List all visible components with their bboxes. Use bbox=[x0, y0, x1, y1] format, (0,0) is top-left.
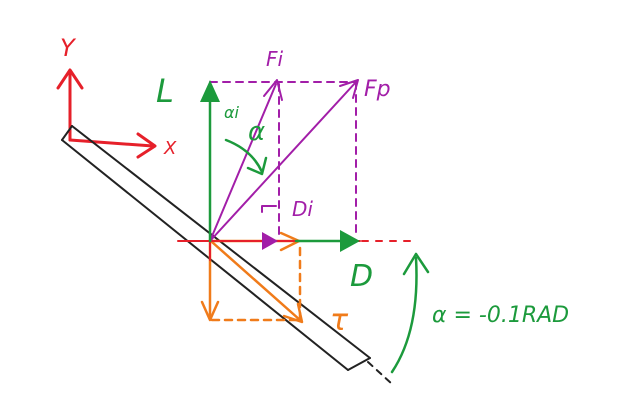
wing-trailing-end bbox=[347, 357, 371, 371]
lift-label: L bbox=[156, 72, 174, 110]
force-fp-arrow bbox=[209, 81, 357, 242]
tau-vertical-arrowhead bbox=[200, 300, 220, 322]
force-vectors bbox=[209, 79, 359, 242]
alpha-note-arc bbox=[390, 256, 418, 374]
alpha-label: α bbox=[248, 117, 265, 147]
alpha-value-note: α = -0.1RAD bbox=[432, 303, 569, 328]
tau-label: τ bbox=[330, 303, 349, 338]
force-fi-arrowhead bbox=[263, 79, 283, 101]
y-axis-arrowhead bbox=[56, 68, 84, 90]
wing-leading-end bbox=[61, 125, 73, 141]
force-fp-label: Fp bbox=[364, 77, 391, 102]
axis-y-label: Y bbox=[60, 34, 77, 62]
tau-main-arrowhead bbox=[282, 302, 304, 324]
lift-arrowhead bbox=[200, 80, 220, 102]
tau-main-arrow bbox=[210, 240, 302, 322]
x-axis-line bbox=[68, 138, 155, 148]
coordinate-axes bbox=[56, 68, 157, 159]
axis-x-label: X bbox=[163, 138, 177, 159]
drag-i-bracket bbox=[261, 205, 277, 213]
force-fp-arrowhead bbox=[339, 79, 359, 99]
drag-label: D bbox=[350, 259, 373, 294]
lift-drag-vectors bbox=[208, 90, 430, 374]
force-fi-arrow bbox=[209, 83, 277, 242]
drag-i-label: Di bbox=[292, 197, 313, 221]
drag-i-arrowhead bbox=[262, 232, 278, 250]
wing-top-edge bbox=[61, 139, 349, 371]
alpha-note-arrowhead bbox=[402, 252, 430, 276]
alpha-arc-arrowhead bbox=[246, 156, 268, 176]
drag-arrowhead bbox=[340, 230, 360, 252]
force-fi-label: Fi bbox=[266, 47, 284, 71]
alpha-arc bbox=[224, 138, 264, 174]
tau-components bbox=[200, 231, 304, 324]
alpha-i-label: αi bbox=[224, 103, 240, 122]
wing-extension bbox=[367, 361, 393, 385]
x-axis-arrowhead bbox=[136, 132, 157, 159]
